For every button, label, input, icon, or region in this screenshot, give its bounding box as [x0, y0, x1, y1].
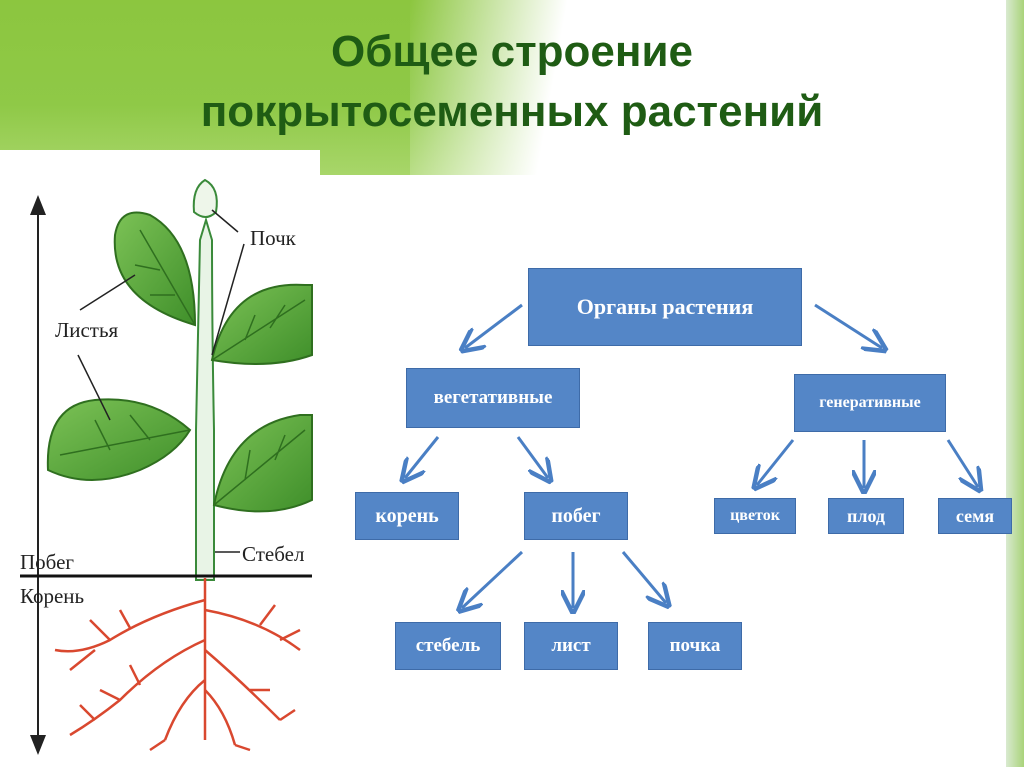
- label-bud: Почк: [250, 226, 296, 250]
- leaves-pointer-1: [79, 274, 136, 311]
- header-fade: [410, 0, 1010, 175]
- node-generative: генеративные: [794, 374, 946, 432]
- label-shoot: Побег: [20, 550, 75, 574]
- node-vegetative: вегетативные: [406, 368, 580, 428]
- root-system: [54, 578, 301, 752]
- label-root: Корень: [20, 584, 85, 608]
- bud-pointer-2: [211, 243, 245, 356]
- node-stem: стебель: [395, 622, 501, 670]
- leaves-pointer-2: [77, 354, 111, 421]
- stem: [195, 216, 215, 581]
- arrow-to-flower: [757, 439, 795, 485]
- bud-pointer: [211, 209, 239, 233]
- arrow-to-root: [405, 436, 440, 478]
- arrow-to-vegetative: [465, 303, 523, 348]
- node-root: корень: [355, 492, 459, 540]
- node-flower: цветок: [714, 498, 796, 534]
- measure-arrow-down-icon: [30, 735, 46, 755]
- label-stem: Стебел: [242, 542, 305, 566]
- plant-illustration: [0, 150, 320, 767]
- measure-arrow-up-icon: [30, 195, 46, 215]
- arrow-to-stem: [462, 550, 524, 608]
- node-leaf: лист: [524, 622, 618, 670]
- page-title: Общее строение покрытосеменных растений: [0, 22, 1024, 142]
- bud-icon: [192, 178, 218, 218]
- arrow-to-seed: [946, 439, 978, 487]
- node-fruit: плод: [828, 498, 904, 534]
- label-leaves: Листья: [55, 318, 119, 342]
- arrow-to-generative: [814, 303, 882, 348]
- leaf-lower-left: [46, 398, 192, 481]
- right-edge-decoration: [1006, 0, 1024, 767]
- node-bud: почка: [648, 622, 742, 670]
- arrow-to-bud: [621, 551, 666, 603]
- title-line-1: Общее строение: [330, 27, 694, 76]
- node-plant-organs: Органы растения: [528, 268, 802, 346]
- leaf-lower-right: [212, 414, 313, 513]
- arrow-to-shoot: [516, 436, 548, 478]
- node-seed: семя: [938, 498, 1012, 534]
- title-line-2: покрытосеменных растений: [200, 87, 824, 136]
- node-shoot: побег: [524, 492, 628, 540]
